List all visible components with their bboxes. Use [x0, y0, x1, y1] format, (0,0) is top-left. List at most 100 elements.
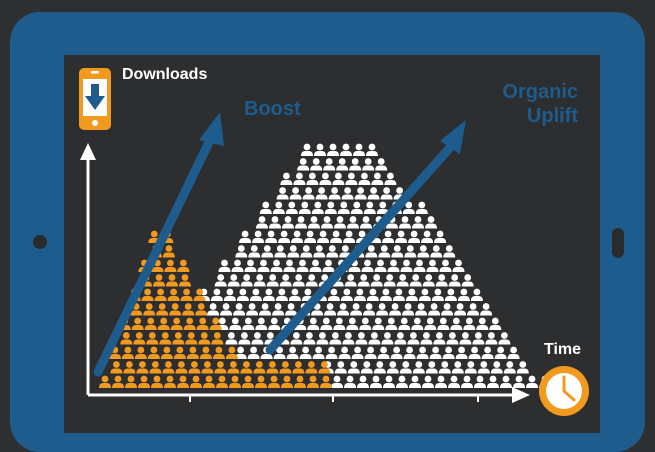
- user-figure: [252, 230, 265, 243]
- user-figure: [398, 317, 411, 330]
- user-figure: [359, 317, 372, 330]
- user-figure: [229, 375, 241, 388]
- user-figure: [212, 346, 225, 359]
- user-figure: [343, 230, 356, 243]
- user-figure: [110, 361, 123, 374]
- user-figure: [136, 361, 149, 374]
- user-figure: [308, 216, 320, 229]
- user-figure: [461, 375, 473, 388]
- user-figure: [363, 303, 376, 316]
- organic-users-crowd: [197, 143, 551, 388]
- user-figure: [485, 332, 498, 345]
- user-figure: [425, 361, 438, 374]
- user-figure: [295, 216, 307, 229]
- user-figure: [120, 332, 133, 345]
- user-figure: [175, 361, 188, 374]
- user-figure: [325, 346, 338, 359]
- user-figure: [476, 317, 489, 330]
- user-figure: [370, 274, 383, 287]
- user-figure: [361, 259, 374, 272]
- user-figure: [420, 332, 433, 345]
- user-figure: [355, 332, 368, 345]
- user-figure: [188, 361, 201, 374]
- user-figure: [399, 216, 411, 229]
- user-figure: [320, 375, 332, 388]
- user-figure: [468, 346, 481, 359]
- user-figure: [503, 361, 516, 374]
- user-figure: [344, 375, 356, 388]
- user-figure: [324, 303, 337, 316]
- user-figure: [285, 303, 298, 316]
- user-figure: [144, 317, 157, 330]
- user-figure: [333, 317, 346, 330]
- user-figure: [416, 346, 429, 359]
- user-figure: [249, 288, 262, 301]
- user-figure: [362, 158, 375, 171]
- user-figure: [182, 303, 195, 316]
- user-figure: [490, 361, 503, 374]
- user-figure: [153, 274, 165, 287]
- user-figure: [370, 375, 382, 388]
- user-figure: [367, 187, 380, 200]
- user-figure: [376, 303, 389, 316]
- user-figure: [302, 187, 315, 200]
- user-figure: [421, 230, 434, 243]
- user-figure: [227, 361, 240, 374]
- user-figure: [400, 259, 413, 272]
- user-figure: [366, 143, 378, 156]
- user-figure: [233, 303, 246, 316]
- user-figure: [290, 332, 303, 345]
- user-figure: [500, 375, 512, 388]
- user-figure: [448, 274, 461, 287]
- user-figure: [344, 274, 357, 287]
- user-figure: [402, 303, 415, 316]
- user-figure: [248, 245, 261, 258]
- user-figure: [317, 230, 330, 243]
- user-figure: [257, 259, 270, 272]
- user-figure: [211, 332, 224, 345]
- organic-uplift-label: Organic Uplift: [502, 81, 578, 127]
- user-figure: [387, 259, 400, 272]
- user-figure: [360, 216, 372, 229]
- user-figure: [328, 187, 341, 200]
- user-figure: [301, 143, 313, 156]
- user-figure: [444, 288, 457, 301]
- user-figure: [180, 288, 193, 301]
- user-figure: [323, 158, 336, 171]
- user-figure: [450, 317, 463, 330]
- user-figure: [164, 375, 176, 388]
- user-figure: [417, 245, 430, 258]
- user-figure: [244, 259, 257, 272]
- user-figure: [141, 288, 154, 301]
- user-figure: [238, 332, 251, 345]
- user-figure: [170, 317, 183, 330]
- user-figure: [358, 172, 371, 185]
- user-figure: [404, 245, 417, 258]
- user-figure: [299, 346, 312, 359]
- user-figure: [151, 375, 163, 388]
- user-figure: [297, 158, 310, 171]
- user-figure: [363, 201, 376, 214]
- user-figure: [371, 172, 384, 185]
- user-figure: [272, 201, 285, 214]
- user-figure: [513, 375, 525, 388]
- user-figure: [162, 245, 175, 258]
- user-figure: [366, 288, 379, 301]
- user-figure: [227, 274, 240, 287]
- user-figure: [131, 317, 144, 330]
- user-figure: [143, 303, 156, 316]
- user-figure: [354, 187, 367, 200]
- user-figure: [236, 288, 249, 301]
- user-figure: [431, 288, 444, 301]
- user-figure: [353, 288, 366, 301]
- tablet-camera: [33, 235, 47, 249]
- user-figure: [489, 317, 502, 330]
- user-figure: [389, 303, 402, 316]
- user-figure: [399, 361, 412, 374]
- user-figure: [307, 317, 320, 330]
- user-figure: [494, 346, 507, 359]
- user-figure: [342, 332, 355, 345]
- user-figure: [253, 274, 266, 287]
- user-figure: [487, 375, 499, 388]
